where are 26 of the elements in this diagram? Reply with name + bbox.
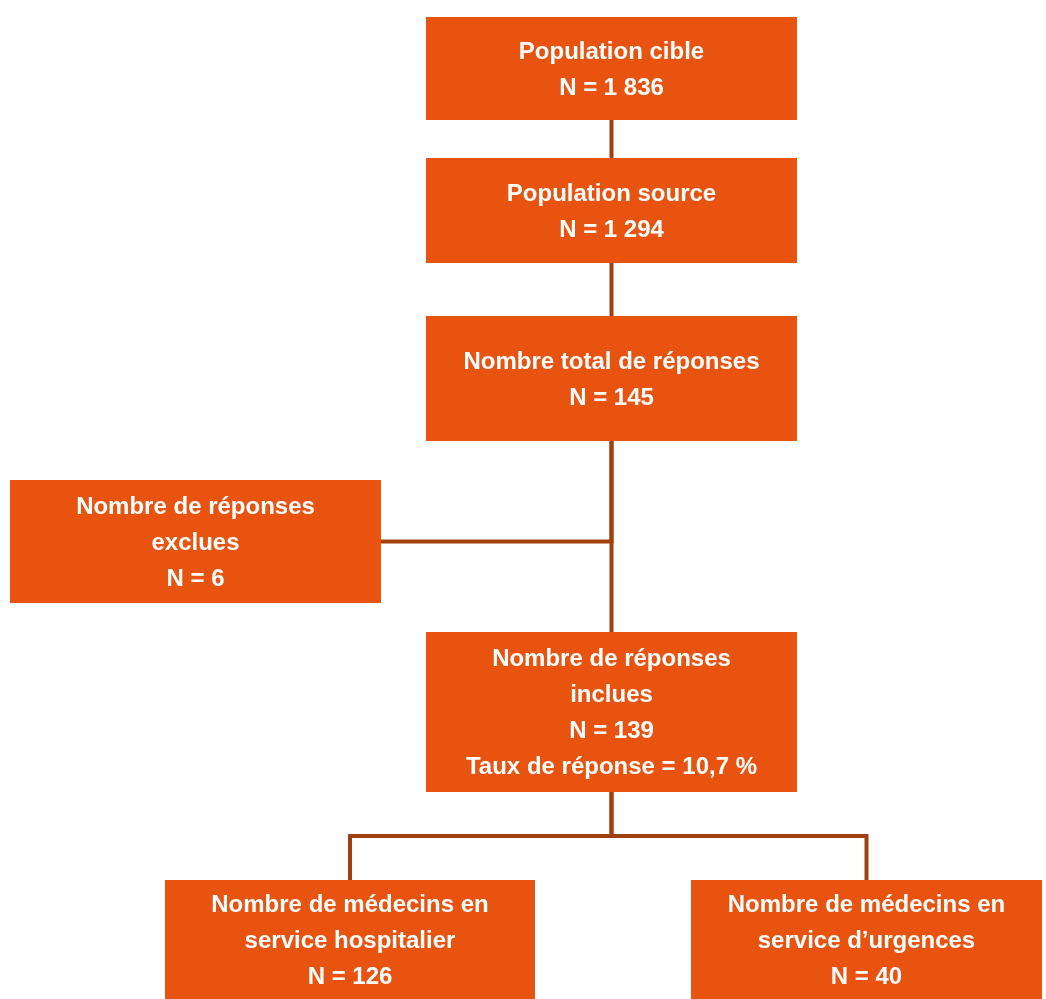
box-text: N = 1 294 (559, 213, 664, 244)
process-box (426, 316, 797, 441)
box-text: Nombre de réponses exclues (75, 490, 316, 557)
box-text: Population cible (518, 35, 705, 66)
box-text: N = 145 (569, 381, 654, 412)
box-text: N = 6 (166, 562, 225, 593)
box-text: Nombre total de réponses (463, 345, 760, 376)
process-box (426, 158, 797, 263)
box-text: Taux de réponse = 10,7 % (466, 751, 757, 781)
process-box (10, 480, 381, 603)
connector-line (609, 792, 869, 880)
box-text: N = 1 836 (559, 71, 664, 102)
box-text: Nombre de réponses inclues (491, 643, 732, 709)
box-text: Nombre de médecins en service hospitalier (210, 888, 490, 955)
box-text: Population source (506, 177, 717, 208)
process-box (426, 17, 797, 120)
box-text: N = 126 (307, 960, 393, 991)
process-box (426, 632, 797, 792)
connector-line (609, 441, 614, 632)
box-text: Nombre de médecins en service d’urgences (726, 888, 1007, 955)
process-box (165, 880, 535, 999)
box-text: N = 40 (830, 960, 903, 991)
connector-line (609, 120, 614, 158)
box-text: N = 139 (569, 715, 654, 745)
process-box (691, 880, 1042, 999)
connector-line (609, 263, 614, 316)
